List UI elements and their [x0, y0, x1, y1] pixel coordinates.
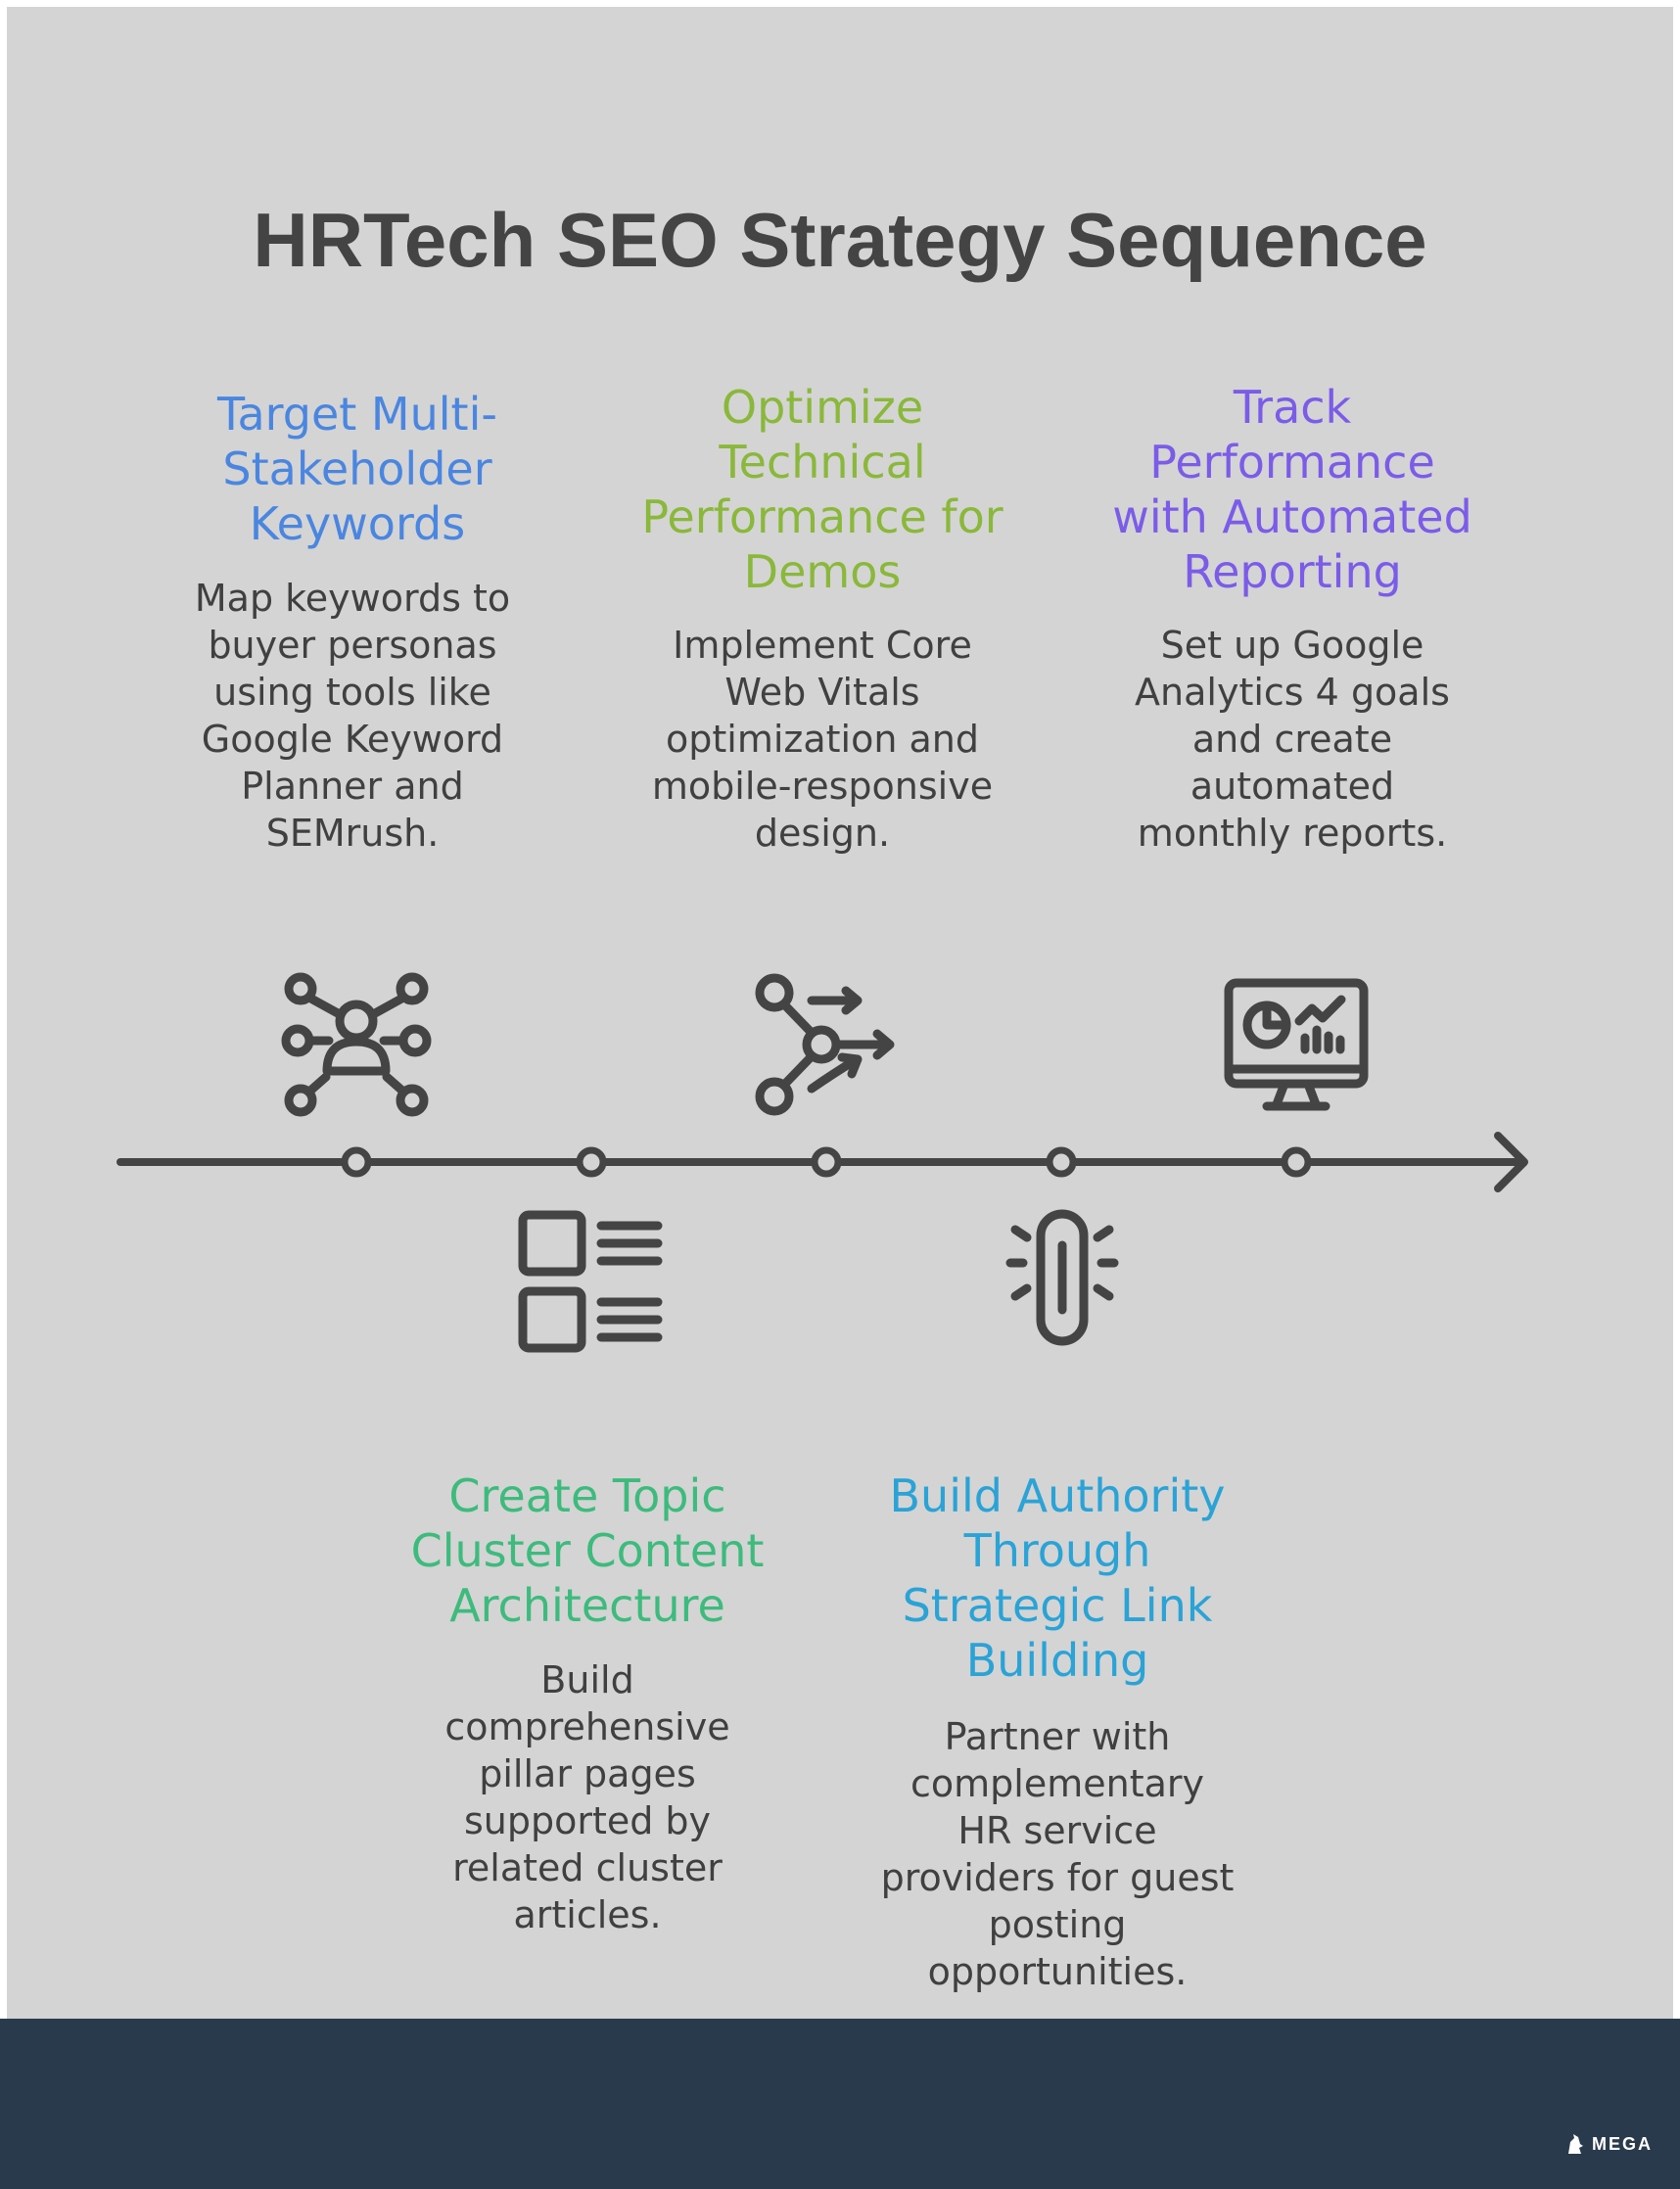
- diagram-canvas: [7, 7, 1673, 2019]
- monitor-analytics-icon: [1224, 978, 1369, 1111]
- timeline-marker-3: [811, 1146, 842, 1178]
- step-1-title: Target Multi- Stakeholder Keywords: [217, 388, 497, 550]
- content-grid-icon: [518, 1210, 663, 1353]
- step-2-description: Build comprehensive pillar pages support…: [444, 1658, 730, 1936]
- step-4-title: Build Authority Through Strategic Link B…: [889, 1469, 1226, 1687]
- link-icon: [1005, 1209, 1119, 1346]
- step-5-description: Set up Google Analytics 4 goals and crea…: [1135, 624, 1450, 855]
- timeline-markers: [341, 1146, 1312, 1178]
- user-network-icon: [281, 972, 432, 1117]
- page-title: HRTech SEO Strategy Sequence: [253, 197, 1427, 283]
- timeline-marker-1: [341, 1146, 372, 1178]
- step-1-description: Map keywords to buyer personas using too…: [194, 577, 511, 855]
- timeline-marker-5: [1281, 1146, 1312, 1178]
- step-4-description: Partner with complementary HR service pr…: [880, 1715, 1235, 1993]
- step-3-description: Implement Core Web Vitals optimization a…: [651, 624, 994, 855]
- step-5-title: Track Performance with Automated Reporti…: [1112, 381, 1472, 598]
- mega-logo-icon: [1568, 2134, 1583, 2154]
- footer-bar: [0, 2019, 1680, 2189]
- brand-label: MEGA: [1592, 2133, 1653, 2154]
- timeline-marker-2: [576, 1146, 607, 1178]
- brand-logo: MEGA: [1564, 2132, 1653, 2156]
- branch-arrows-icon: [755, 973, 895, 1116]
- timeline-marker-4: [1046, 1146, 1077, 1178]
- step-3-title: Optimize Technical Performance for Demos: [641, 381, 1003, 598]
- step-2-title: Create Topic Cluster Content Architectur…: [410, 1469, 765, 1632]
